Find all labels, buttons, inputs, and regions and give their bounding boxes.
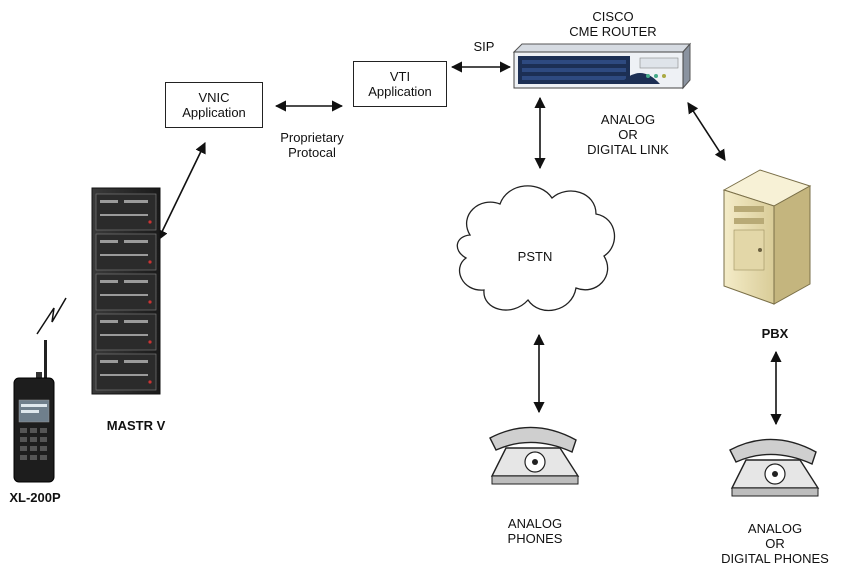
proprietary-line1: Proprietary [280, 130, 344, 145]
analog-phones-label: ANALOG PHONES [490, 516, 580, 546]
mastr-v-label: MASTR V [106, 418, 166, 433]
analog-phones-line1: ANALOG [507, 516, 563, 531]
digital-phones-line3: DIGITAL PHONES [721, 551, 829, 566]
sip-label: SIP [473, 39, 495, 54]
router-icon [512, 42, 692, 90]
router-line1: CISCO [592, 9, 634, 24]
radio-rack-icon [91, 187, 161, 395]
vnic-line2: Application [182, 105, 246, 120]
link-line1: ANALOG [600, 112, 656, 127]
link-label: ANALOG OR DIGITAL LINK [573, 112, 683, 157]
lightning-signal-icon [36, 297, 67, 335]
vti-line2: Application [368, 84, 432, 99]
link-line3: DIGITAL LINK [587, 142, 669, 157]
link-line2: OR [618, 127, 638, 142]
vti-line1: VTI [389, 69, 411, 84]
digital-phones-label: ANALOG OR DIGITAL PHONES [705, 521, 845, 566]
vnic-line1: VNIC [198, 90, 230, 105]
pbx-server-icon [722, 169, 812, 305]
radio-handset-icon [13, 340, 55, 483]
vnic-application-box: VNIC Application [165, 82, 263, 128]
router-line2: CME ROUTER [569, 24, 657, 39]
analog-phones-line2: PHONES [507, 531, 563, 546]
telephone-icon [729, 438, 820, 497]
xl-200p-label: XL-200P [9, 490, 61, 505]
pstn-label: PSTN [517, 249, 553, 264]
vti-application-box: VTI Application [353, 61, 447, 107]
digital-phones-line1: ANALOG [747, 521, 803, 536]
proprietary-line2: Protocal [288, 145, 336, 160]
cloud-icon [456, 185, 616, 311]
pbx-label: PBX [761, 326, 789, 341]
proprietary-protocol-label: Proprietary Protocal [262, 130, 362, 160]
digital-phones-line2: OR [765, 536, 785, 551]
router-label: CISCO CME ROUTER [548, 9, 678, 39]
telephone-icon [489, 426, 580, 485]
arrow-mastr-vnic [157, 141, 206, 242]
arrow-router-pbx [687, 102, 726, 161]
